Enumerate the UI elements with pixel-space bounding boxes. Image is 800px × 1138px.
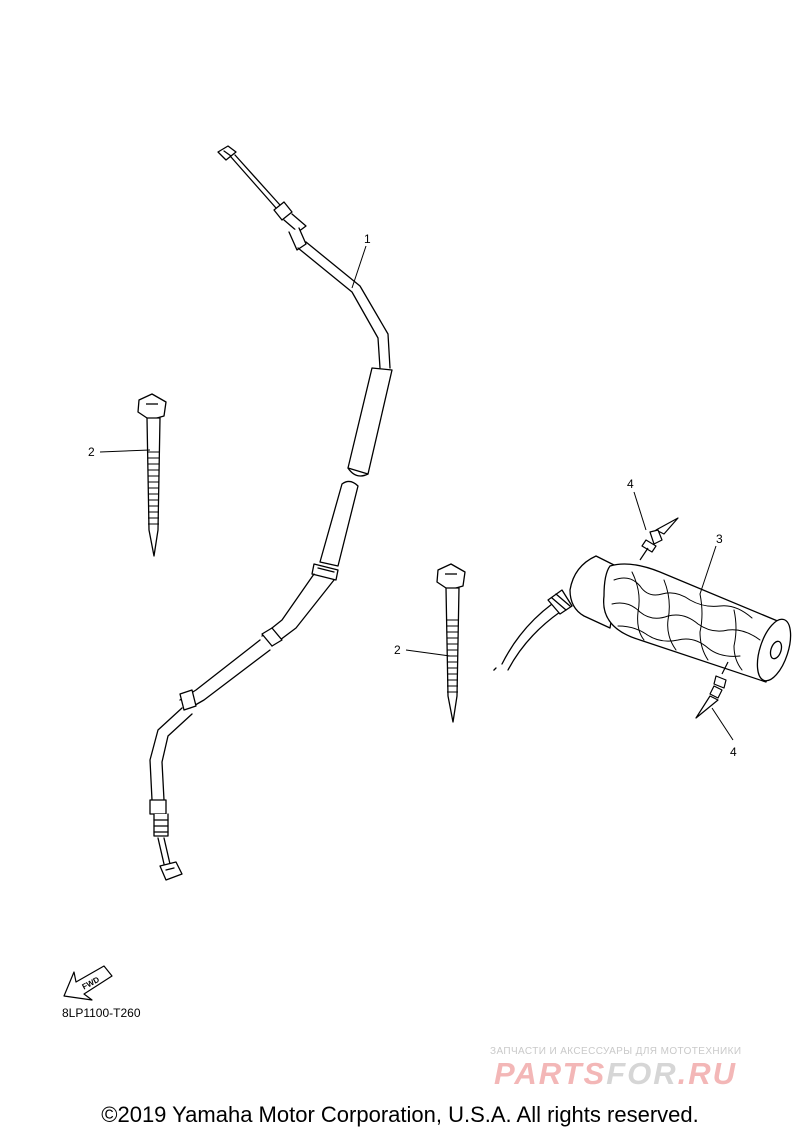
callout-1: 1 bbox=[364, 232, 371, 246]
callout-2-right: 2 bbox=[394, 643, 401, 657]
diagram-code: 8LP1100-T260 bbox=[62, 1006, 141, 1020]
callout-2-left: 2 bbox=[88, 445, 95, 459]
leader-lines bbox=[99, 245, 734, 741]
callout-4-bottom: 4 bbox=[730, 745, 737, 759]
throttle-cable bbox=[149, 145, 393, 881]
watermark-logo-part2: FOR bbox=[606, 1056, 678, 1091]
cable-tie-left bbox=[137, 393, 167, 557]
callout-4-top: 4 bbox=[627, 477, 634, 491]
copyright-notice: ©2019 Yamaha Motor Corporation, U.S.A. A… bbox=[101, 1102, 699, 1127]
callout-3: 3 bbox=[716, 532, 723, 546]
watermark-tagline: ЗАПЧАСТИ И АКСЕССУАРЫ ДЛЯ МОТОТЕХНИКИ bbox=[490, 1046, 742, 1057]
rivet-top bbox=[639, 517, 679, 561]
throttle-grip bbox=[491, 555, 792, 683]
watermark-logo-part1: PARTS bbox=[494, 1056, 607, 1091]
rivet-bottom bbox=[695, 661, 729, 719]
fwd-arrow-icon: FWD bbox=[63, 965, 113, 1001]
cable-tie-right bbox=[436, 563, 466, 723]
watermark-logo-part3: .RU bbox=[677, 1056, 738, 1091]
watermark-logo: PARTSFOR.RU bbox=[494, 1056, 737, 1092]
